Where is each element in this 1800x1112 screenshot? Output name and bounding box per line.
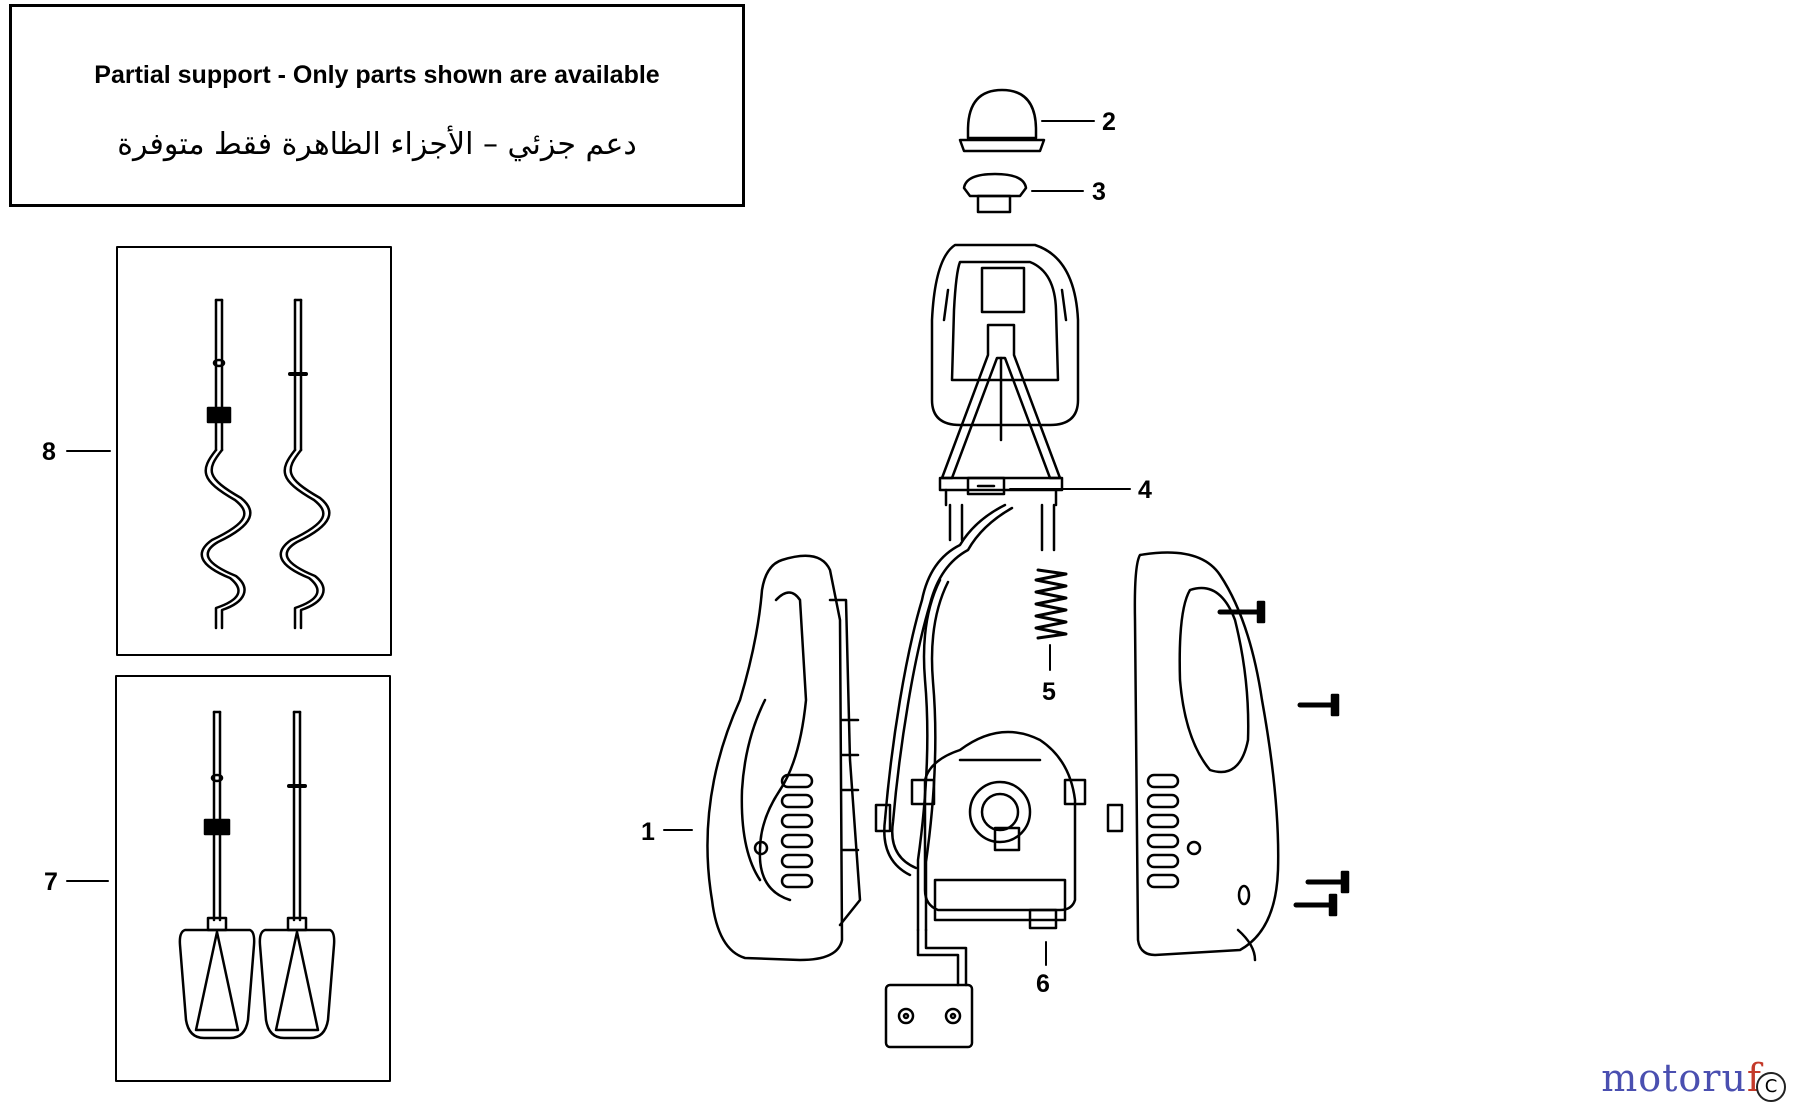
part-2-cap	[958, 88, 1046, 153]
callout-3: 3	[1092, 178, 1106, 206]
notice-arabic: دعم جزئي – الأجزاء الظاهرة فقط متوفرة	[117, 127, 637, 162]
callout-2: 2	[1102, 108, 1116, 136]
part-5-spring	[1034, 568, 1068, 640]
callout-6: 6	[1036, 970, 1050, 998]
wiring	[883, 503, 1014, 932]
beater-left	[178, 710, 256, 1040]
part-1-left-housing	[706, 554, 862, 962]
screw	[1293, 893, 1338, 917]
callout-4: 4	[1138, 476, 1152, 504]
notice-english: Partial support - Only parts shown are a…	[94, 61, 660, 89]
availability-notice: Partial support - Only parts shown are a…	[9, 4, 745, 207]
callout-7: 7	[44, 868, 58, 896]
watermark-logo: motoruf	[1601, 1056, 1762, 1100]
switch-connector	[966, 476, 1006, 496]
leader-lines	[66, 120, 1131, 966]
screw	[1297, 693, 1340, 717]
part-6-motor	[874, 730, 1124, 930]
screws	[1217, 600, 1350, 917]
dough-hook-left	[200, 298, 252, 630]
part-3-button	[962, 172, 1028, 214]
right-housing	[1133, 551, 1280, 962]
dough-hooks-group	[116, 246, 392, 656]
dough-hook-right	[279, 298, 331, 630]
beater-right	[258, 710, 336, 1040]
screw	[1305, 870, 1350, 894]
beaters-box	[115, 675, 391, 1082]
callout-1: 1	[641, 818, 655, 846]
screw	[1217, 600, 1266, 624]
dough-hooks-box	[116, 246, 392, 656]
beaters-group	[115, 675, 391, 1082]
watermark-text-main: motoru	[1601, 1056, 1747, 1100]
callout-5: 5	[1042, 678, 1056, 706]
cord-plug	[884, 928, 974, 1049]
copyright-badge-icon: C	[1756, 1072, 1786, 1102]
callout-8: 8	[42, 438, 56, 466]
